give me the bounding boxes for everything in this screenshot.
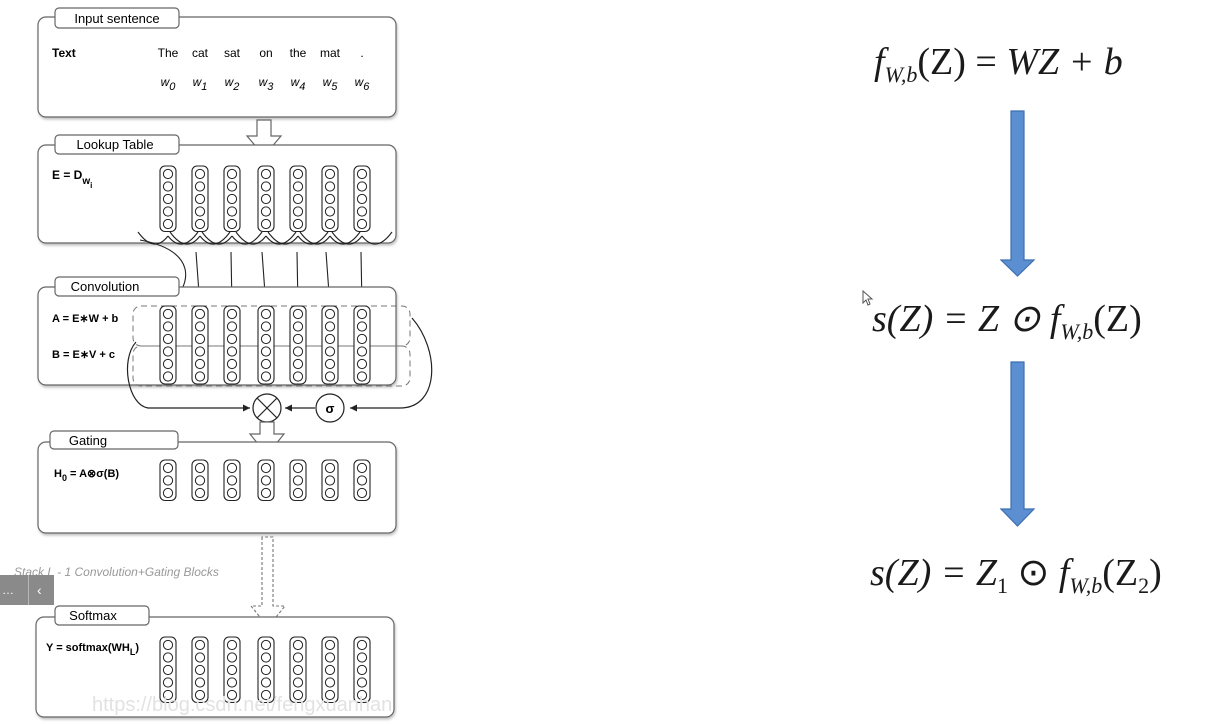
neuron-column — [257, 305, 275, 385]
word-token: sat — [224, 46, 241, 60]
word-index: w5 — [323, 75, 339, 93]
word-index: w2 — [225, 75, 240, 93]
neuron-column — [353, 636, 371, 704]
gating-formula-sub: 0 — [62, 473, 67, 483]
mouse-cursor-icon — [862, 290, 874, 306]
neuron-column — [191, 636, 209, 704]
neuron-column — [257, 165, 275, 233]
word-token: . — [360, 46, 363, 60]
lookup-formula: E = D — [52, 168, 83, 182]
sigmoid-node: σ — [315, 393, 345, 423]
word-token: The — [158, 46, 179, 60]
svg-text:H0 = A⊗σ(B): H0 = A⊗σ(B) — [54, 468, 119, 483]
neuron-column — [257, 636, 275, 704]
neuron-column — [353, 165, 371, 233]
neuron-column — [159, 636, 177, 704]
word-index: w3 — [259, 75, 275, 93]
word-index: w0 — [161, 75, 177, 93]
lookup-section: Lookup Table E = Dwi — [37, 134, 397, 244]
svg-text:Y = softmax(WHL): Y = softmax(WHL) — [46, 642, 139, 657]
convolution-section: Convolution A = E∗W + b B = E∗V + c — [37, 276, 411, 387]
text-row-label: Text — [52, 46, 76, 60]
index-row: w0 w1 w2 w3 w4 w5 w6 — [161, 75, 371, 93]
conv-formula-a: A = E∗W + b — [52, 313, 119, 325]
neuron-column — [321, 459, 339, 502]
input-section-title: Input sentence — [74, 11, 159, 26]
softmax-formula-post: ) — [135, 642, 139, 654]
neuron-column — [223, 636, 241, 704]
lookup-formula-subsub: i — [90, 181, 92, 190]
equation-split-gated: s(Z) = Z1 ⊙ fW,b(Z2) — [870, 552, 1162, 598]
word-token: on — [259, 46, 272, 60]
neuron-column — [223, 459, 241, 502]
neuron-column — [191, 459, 209, 502]
gating-section-title: Gating — [69, 433, 107, 448]
neuron-column — [353, 459, 371, 502]
softmax-columns — [159, 636, 371, 704]
neuron-column — [191, 305, 209, 385]
stack-label: Stack L - 1 Convolution+Gating Blocks — [14, 565, 219, 579]
softmax-section-title: Softmax — [69, 608, 117, 623]
neuron-column — [321, 305, 339, 385]
neuron-column — [289, 636, 307, 704]
down-arrow-icon — [1000, 110, 1036, 277]
sidebar-collapse-tab[interactable]: … ‹ — [0, 575, 54, 605]
neuron-column — [191, 165, 209, 233]
softmax-formula-sub: L — [130, 647, 136, 657]
gating-links — [126, 317, 433, 412]
gating-formula-post: = A⊗σ(B) — [67, 468, 119, 480]
conv-formula-b: B = E∗V + c — [52, 349, 115, 361]
gating-columns — [159, 459, 371, 502]
gating-section: Gating H0 = A⊗σ(B) — [37, 430, 397, 534]
neuron-column — [289, 459, 307, 502]
neuron-column — [353, 305, 371, 385]
svg-text:E = Dwi: E = Dwi — [52, 168, 92, 190]
neuron-column — [223, 305, 241, 385]
neuron-column — [289, 165, 307, 233]
neuron-column — [159, 459, 177, 502]
neuron-column — [159, 165, 177, 233]
multiply-node-icon — [252, 393, 282, 423]
equation-gated-linear: s(Z) = Z ⊙ fW,b(Z) — [872, 298, 1142, 344]
neuron-column — [289, 305, 307, 385]
word-index: w1 — [193, 75, 208, 93]
word-token: cat — [192, 46, 209, 60]
down-arrow-icon — [1000, 361, 1036, 527]
neuron-column — [159, 305, 177, 385]
lookup-section-title: Lookup Table — [76, 137, 153, 152]
word-token: the — [290, 46, 307, 60]
watermark: https://blog.csdn.net/fengxuanhan — [92, 694, 393, 716]
gating-formula-pre: H — [54, 468, 62, 480]
word-index: w4 — [291, 75, 306, 93]
dashed-hollow-arrow-icon — [249, 536, 287, 628]
softmax-section: Softmax Y = softmax(WHL) — [35, 605, 395, 718]
sigma-label: σ — [326, 401, 335, 416]
neuron-column — [321, 165, 339, 233]
embedding-columns — [159, 165, 371, 233]
sidebar-tab-label: … — [2, 583, 14, 597]
conv-columns — [159, 305, 371, 385]
neuron-column — [257, 459, 275, 502]
word-index: w6 — [355, 75, 371, 93]
convolution-section-title: Convolution — [71, 279, 140, 294]
word-token: mat — [320, 46, 341, 60]
neuron-column — [223, 165, 241, 233]
lookup-formula-sub: w — [81, 176, 90, 187]
equation-linear: fW,b(Z) = WZ + b — [874, 41, 1123, 87]
neuron-column — [321, 636, 339, 704]
softmax-formula-pre: Y = softmax(WH — [46, 642, 130, 654]
chevron-left-icon[interactable]: ‹ — [28, 575, 42, 605]
